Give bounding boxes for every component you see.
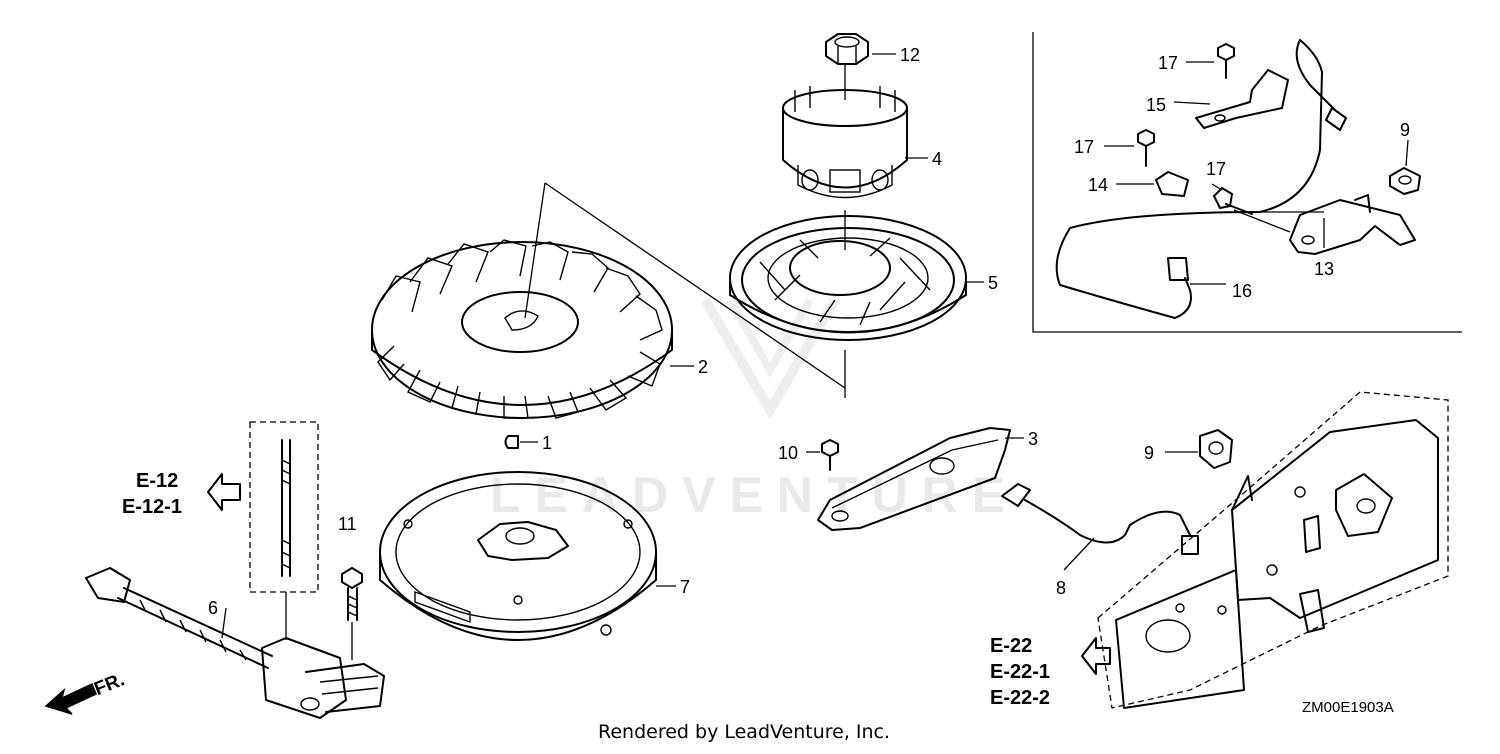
callout-10[interactable]: 10 — [778, 443, 798, 463]
callout-2[interactable]: 2 — [698, 357, 708, 377]
reference-left[interactable]: E-12 E-12-1 — [122, 470, 241, 518]
part-17-bolt-top[interactable] — [1217, 43, 1235, 79]
part-12-nut[interactable] — [825, 33, 869, 65]
arrow-left-icon — [1081, 637, 1111, 675]
callout-1[interactable]: 1 — [542, 433, 552, 453]
reference-right[interactable]: E-22 E-22-1 E-22-2 — [990, 635, 1111, 709]
callout-leaders — [221, 53, 1409, 639]
callout-3[interactable]: 3 — [1028, 429, 1038, 449]
ref-e-12[interactable]: E-12 — [136, 470, 178, 492]
part-17-bolt-middle[interactable] — [1137, 129, 1155, 167]
part-6-ignition-coil[interactable] — [85, 567, 385, 719]
front-direction-indicator: FR. — [44, 669, 128, 715]
part-2-cooling-fan[interactable] — [371, 239, 673, 419]
part-11-bolt[interactable] — [341, 567, 363, 621]
assembly-lines — [524, 64, 846, 398]
part-14-clip[interactable] — [1155, 171, 1189, 197]
part-1-key[interactable] — [504, 435, 519, 449]
callout-17-top[interactable]: 17 — [1158, 53, 1178, 73]
callout-12[interactable]: 12 — [900, 45, 920, 65]
part-15-bracket[interactable] — [1195, 69, 1289, 129]
callout-15[interactable]: 15 — [1146, 95, 1166, 115]
callout-6[interactable]: 6 — [208, 598, 218, 618]
part-10-bolt[interactable] — [821, 439, 839, 471]
callout-16[interactable]: 16 — [1232, 281, 1252, 301]
callout-9-inset[interactable]: 9 — [1400, 120, 1410, 140]
stud-detail — [249, 421, 353, 660]
callout-7[interactable]: 7 — [680, 577, 690, 597]
part-13-stop-switch[interactable] — [1289, 194, 1416, 255]
ref-e-22-1[interactable]: E-22-1 — [990, 661, 1050, 683]
part-8-ground-wire[interactable] — [1001, 483, 1199, 555]
ref-e-22-2[interactable]: E-22-2 — [990, 687, 1050, 709]
part-4-starter-pulley[interactable] — [782, 86, 908, 199]
watermark: LEADVENTURE — [490, 297, 1019, 523]
callout-8[interactable]: 8 — [1056, 578, 1066, 598]
inset-detail — [1032, 32, 1462, 333]
ref-e-22[interactable]: E-22 — [990, 635, 1032, 657]
callout-11[interactable]: 11 — [338, 514, 357, 534]
part-17-bolt-right[interactable] — [1213, 187, 1253, 215]
callout-14[interactable]: 14 — [1088, 175, 1108, 195]
part-9-clamp-inset[interactable] — [1389, 167, 1421, 195]
callout-13[interactable]: 13 — [1314, 259, 1334, 279]
callout-5[interactable]: 5 — [988, 273, 998, 293]
arrow-front-icon — [44, 682, 97, 715]
part-9-clamp[interactable] — [1199, 429, 1233, 469]
front-label: FR. — [91, 669, 127, 700]
control-base[interactable] — [1097, 391, 1449, 709]
callout-17-middle[interactable]: 17 — [1074, 137, 1094, 157]
footer-credit: Rendered by LeadVenture, Inc. — [598, 721, 890, 743]
diagram-code: ZM00E1903A — [1302, 699, 1394, 716]
callout-labels: 12 4 5 2 1 3 10 11 7 8 9 6 17 15 17 9 17… — [208, 45, 1410, 618]
part-5-starter-cup[interactable] — [729, 215, 967, 341]
callout-9-lower[interactable]: 9 — [1144, 443, 1154, 463]
arrow-left-icon — [207, 473, 241, 511]
callout-17-right[interactable]: 17 — [1206, 159, 1226, 179]
watermark-text: LEADVENTURE — [490, 467, 1019, 523]
ref-e-12-1[interactable]: E-12-1 — [122, 496, 182, 518]
part-7-flywheel[interactable] — [379, 471, 657, 641]
callout-4[interactable]: 4 — [932, 149, 942, 169]
part-3-shroud[interactable] — [817, 427, 1011, 531]
